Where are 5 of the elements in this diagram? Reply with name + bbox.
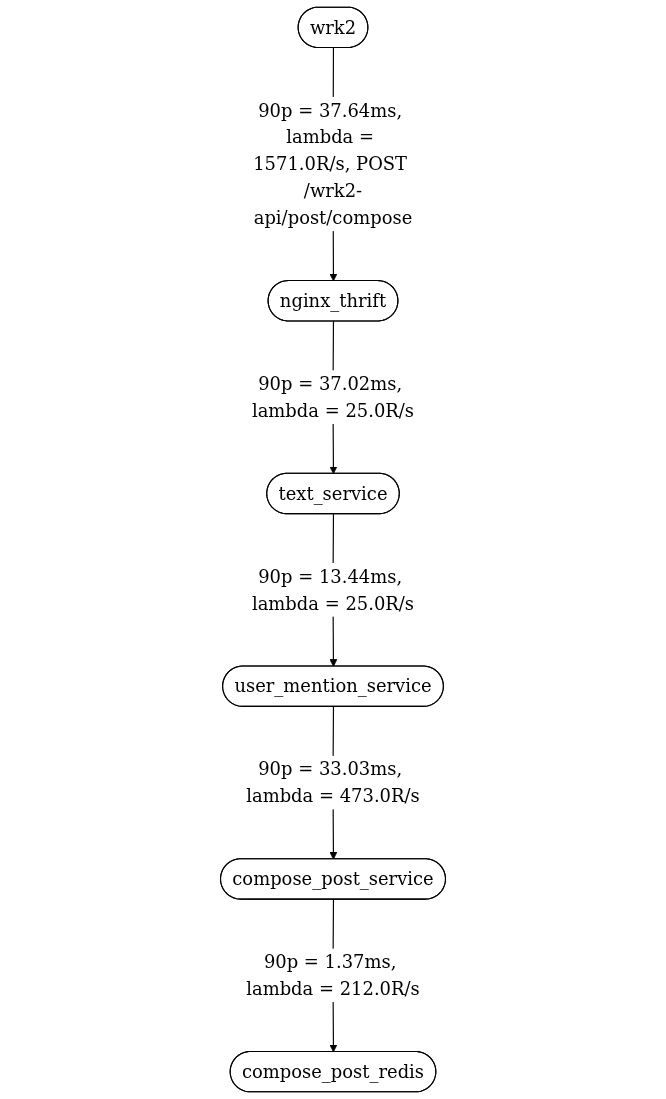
edge-label: 90p = 1.37ms, lambda = 212.0R/s	[246, 951, 420, 1000]
edge-label: 90p = 33.03ms, lambda = 473.0R/s	[246, 758, 420, 807]
edge-label: 90p = 13.44ms, lambda = 25.0R/s	[251, 565, 415, 615]
edge-label: 90p = 37.64ms, lambda = 1571.0R/s, POST /wrk2-api/post/compose	[253, 99, 413, 229]
edge-label: 90p = 37.02ms, lambda = 25.0R/s	[251, 372, 415, 422]
